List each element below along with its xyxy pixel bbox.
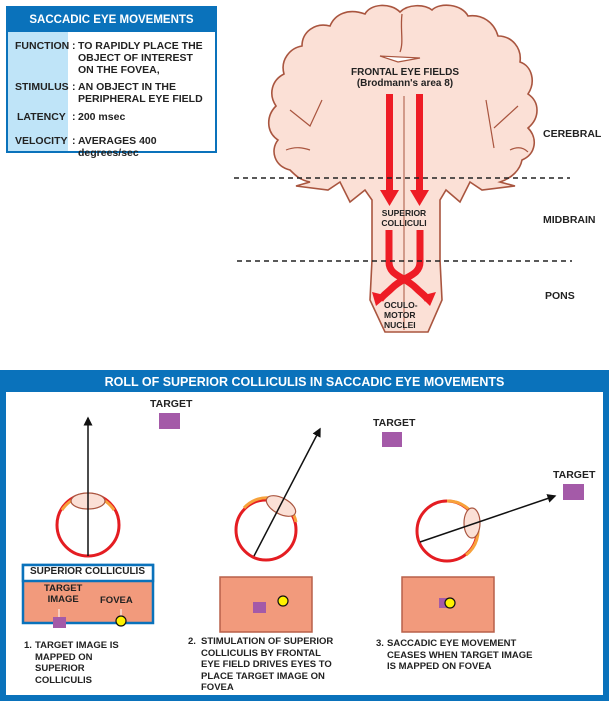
region-label-pons: PONS — [545, 290, 575, 302]
lens-icon — [463, 507, 481, 539]
cerebrum-outline — [267, 4, 538, 333]
sulcus-line — [509, 147, 529, 153]
caption-line: COLLICULIS — [35, 674, 92, 686]
label-line: IMAGE — [47, 594, 79, 605]
stimulus-value: AN OBJECT IN THE PERIPHERAL EYE FIELD — [78, 81, 218, 105]
left-descending-arrow-shaft — [386, 94, 393, 194]
step-caption-3: 3. SACCADIC EYE MOVEMENT CEASES WHEN TAR… — [376, 638, 546, 673]
velocity-value: AVERAGES 400 degrees/sec — [78, 135, 157, 159]
region-label-midbrain: MIDBRAIN — [543, 214, 596, 226]
superior-colliculi-label: SUPERIOR COLLICULI — [370, 208, 438, 228]
colon: : — [72, 40, 76, 52]
value-line: OBJECT OF INTEREST — [78, 52, 193, 64]
step-number: 1. — [24, 640, 32, 651]
sulcus-line — [379, 55, 421, 63]
target-square-3 — [563, 484, 584, 500]
target-image-square-2 — [253, 602, 266, 613]
caption-line: CEASES WHEN TARGET IMAGE — [387, 649, 533, 661]
caption-line: SUPERIOR — [35, 663, 85, 674]
label-line: FRONTAL EYE FIELDS — [351, 67, 459, 78]
function-value: TO RAPIDLY PLACE THE OBJECT OF INTEREST … — [78, 40, 218, 76]
caption-line: TARGET IMAGE IS — [35, 640, 119, 651]
label-line: COLLICULI — [381, 218, 427, 228]
colon: : — [72, 81, 76, 93]
latency-label: LATENCY — [17, 111, 66, 123]
label-line: OCULO- — [384, 300, 418, 310]
colon: : — [72, 111, 76, 123]
colliculus-box-header — [21, 563, 155, 583]
value-line: TO RAPIDLY PLACE THE — [78, 40, 203, 52]
crossing-arrowhead-left — [372, 292, 388, 306]
caption-line: STIMULATION OF SUPERIOR — [201, 636, 334, 647]
fovea-label: FOVEA — [100, 595, 133, 606]
target-label-1: TARGET — [150, 398, 193, 410]
step-caption-1: 1. TARGET IMAGE IS MAPPED ON SUPERIOR CO… — [24, 640, 134, 686]
target-image-square-1 — [53, 617, 66, 628]
target-label-3: TARGET — [553, 469, 596, 481]
target-square-1 — [159, 413, 180, 429]
value-line: ON THE FOVEA, — [78, 64, 160, 76]
latency-value: 200 msec — [78, 111, 126, 123]
sulcus-line — [399, 13, 403, 53]
function-label: FUNCTION — [15, 40, 70, 52]
label-line: MOTOR — [384, 310, 416, 320]
target-image-label: TARGET IMAGE — [44, 583, 82, 605]
info-box-label-column — [8, 32, 68, 151]
gaze-arrow-2 — [253, 427, 321, 557]
sulcus-line — [289, 99, 323, 127]
region-label-cerebral: CEREBRAL — [543, 128, 602, 140]
frontal-eye-fields-label: FRONTAL EYE FIELDS (Brodmann's area 8) — [340, 67, 470, 89]
fovea-dot-3 — [444, 597, 456, 609]
sulcus-line — [285, 147, 311, 151]
panel-title: ROLL OF SUPERIOR COLLICULIS IN SACCADIC … — [104, 375, 505, 389]
target-image-square-3 — [439, 598, 449, 608]
caption-line: COLLICULIS BY FRONTAL — [201, 647, 321, 659]
right-descending-arrowhead — [410, 190, 429, 206]
label-line: TARGET — [44, 583, 83, 594]
step-caption-2: 2. STIMULATION OF SUPERIOR COLLICULIS BY… — [188, 636, 338, 694]
gaze-arrow-3 — [419, 494, 557, 543]
sulcus-line — [485, 99, 519, 149]
oculomotor-nuclei-label: OCULO- MOTOR NUCLEI — [384, 300, 428, 330]
caption-line: MAPPED ON — [35, 651, 93, 663]
value-line: AN OBJECT IN THE — [78, 81, 177, 93]
value-line: PERIPHERAL EYE FIELD — [78, 93, 203, 105]
eyeball-2 — [234, 495, 298, 562]
saccadic-info-box: SACCADIC EYE MOVEMENTS FUNCTION : TO RAP… — [6, 6, 218, 159]
caption-line: IS MAPPED ON FOVEA — [387, 661, 492, 672]
target-label-2: TARGET — [373, 417, 416, 429]
brain-diagram — [234, 4, 572, 333]
left-descending-arrowhead — [380, 190, 399, 206]
stimulus-label: STIMULUS — [15, 81, 69, 93]
target-square-2 — [382, 432, 402, 447]
crossing-arrowhead-right — [420, 292, 436, 306]
fovea-dot-1 — [115, 615, 127, 627]
label-line: NUCLEI — [384, 320, 416, 330]
eyeball-3 — [415, 499, 481, 563]
info-box-title: SACCADIC EYE MOVEMENTS — [8, 8, 215, 32]
fovea-dot-2 — [277, 595, 289, 607]
label-line: SUPERIOR — [381, 208, 427, 218]
colliculus-box-title: SUPERIOR COLLICULIS — [30, 566, 146, 577]
step-number: 3. — [376, 638, 384, 649]
caption-line: EYE FIELD DRIVES EYES TO — [201, 659, 332, 670]
caption-line: SACCADIC EYE MOVEMENT — [387, 638, 517, 649]
lens-icon — [265, 495, 297, 517]
right-descending-arrow-shaft — [416, 94, 423, 194]
velocity-label: VELOCITY — [15, 135, 68, 147]
caption-line: FOVEA — [201, 682, 234, 693]
step-number: 2. — [188, 636, 196, 647]
caption-line: PLACE TARGET IMAGE ON — [201, 670, 325, 682]
colon: : — [72, 135, 76, 147]
label-line: (Brodmann's area 8) — [356, 78, 454, 89]
